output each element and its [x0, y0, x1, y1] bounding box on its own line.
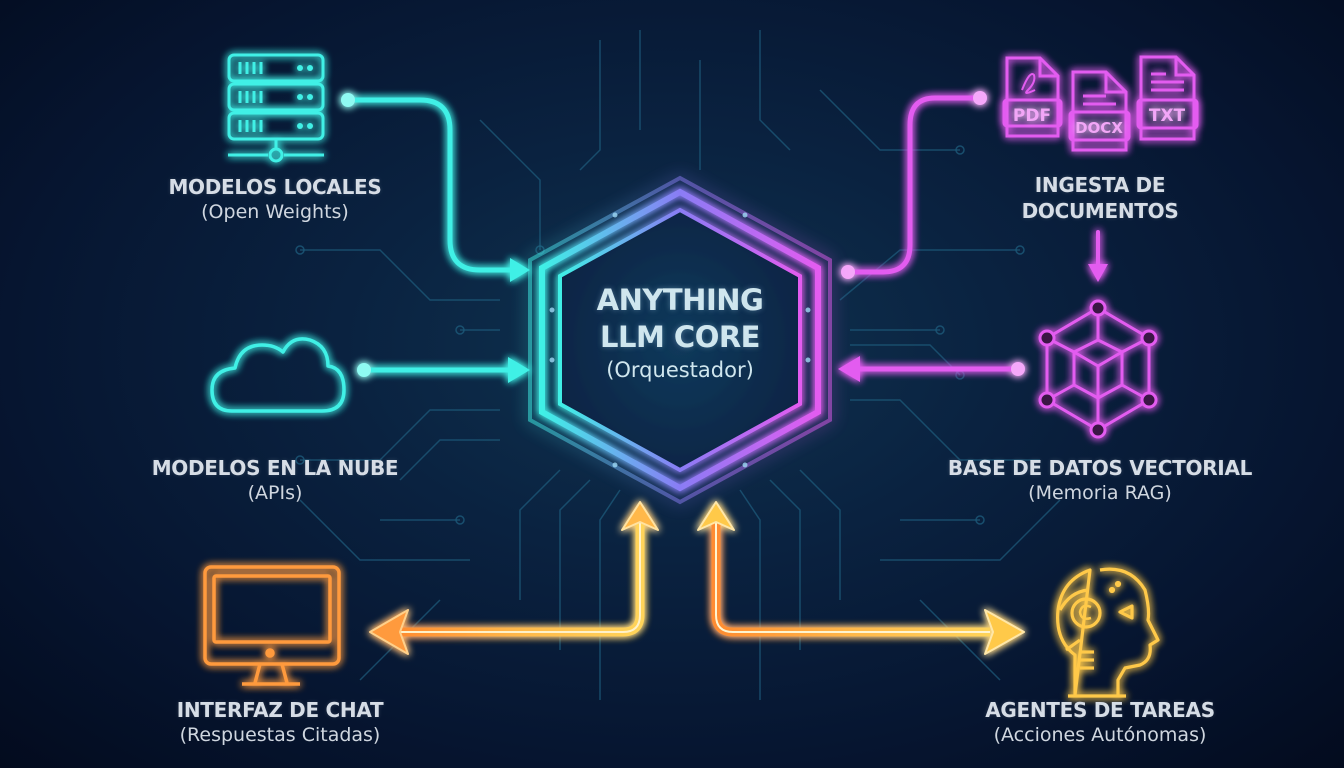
vector-db-subtitle: (Memoria RAG)	[1028, 482, 1172, 504]
agents-subtitle: (Acciones Autónomas)	[993, 724, 1207, 746]
cloud-models-title: MODELOS EN LA NUBE	[151, 456, 399, 480]
doc-ingest-title-line1: INGESTA DE	[1034, 173, 1166, 197]
connector-docs-to-core	[841, 91, 987, 279]
core-label: ANYTHING LLM CORE (Orquestador)	[560, 282, 800, 384]
core-subtitle: (Orquestador)	[606, 358, 754, 382]
chat-ui-title: INTERFAZ DE CHAT	[176, 698, 384, 722]
doc-ingest-title-line2: DOCUMENTOS	[1021, 199, 1179, 223]
documents-icon	[1002, 55, 1199, 152]
file-type-pdf: PDF	[1013, 106, 1051, 126]
cloud-models-subtitle: (APIs)	[247, 482, 303, 504]
vector-cube-icon	[1038, 299, 1158, 439]
agents-title: AGENTES DE TAREAS	[985, 698, 1215, 722]
core-hexagon	[528, 175, 832, 505]
file-type-docx: DOCX	[1075, 119, 1123, 137]
local-models-title: MODELOS LOCALES	[168, 175, 382, 199]
file-type-txt: TXT	[1149, 106, 1186, 126]
local-models-label: MODELOS LOCALES (Open Weights)	[140, 174, 410, 225]
txt-file-icon	[1136, 55, 1199, 141]
chat-ui-label: INTERFAZ DE CHAT (Respuestas Citadas)	[150, 697, 410, 748]
docx-file-icon	[1068, 70, 1131, 152]
connector-vectordb-to-core	[838, 356, 1025, 382]
chat-ui-subtitle: (Respuestas Citadas)	[179, 724, 381, 746]
monitor-icon	[203, 565, 341, 686]
ai-head-icon	[1056, 567, 1160, 698]
core-title-line1: ANYTHING	[596, 283, 764, 317]
connector-core-agents	[697, 501, 1025, 655]
cloud-icon	[210, 337, 346, 413]
vector-db-label: BASE DE DATOS VECTORIAL (Memoria RAG)	[935, 455, 1265, 506]
doc-ingest-label: INGESTA DE DOCUMENTOS	[990, 172, 1210, 224]
connector-docs-to-vectordb	[1088, 230, 1108, 282]
core-title-line2: LLM CORE	[600, 320, 761, 354]
connector-local-to-core	[341, 93, 530, 282]
connector-cloud-to-core	[357, 357, 530, 383]
vector-db-title: BASE DE DATOS VECTORIAL	[947, 456, 1253, 480]
server-icon	[227, 53, 325, 163]
local-models-subtitle: (Open Weights)	[201, 201, 349, 223]
connector-core-chat	[369, 501, 659, 655]
agents-label: AGENTES DE TAREAS (Acciones Autónomas)	[965, 697, 1235, 748]
pdf-file-icon	[1002, 56, 1063, 138]
cloud-models-label: MODELOS EN LA NUBE (APIs)	[125, 455, 425, 506]
